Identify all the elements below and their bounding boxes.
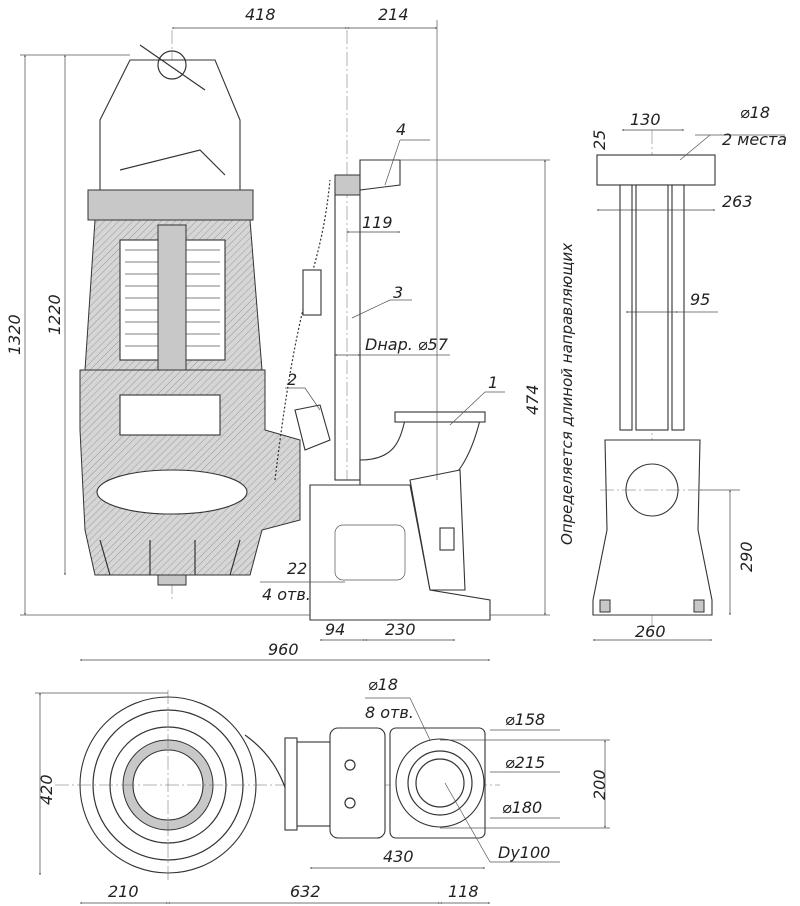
callout-4: 4 [396,120,406,139]
dimension-labels: 418 214 4 119 3 Dнар. ⌀57 2 1 1320 1220 … [5,5,787,901]
dim-94: 94 [325,620,345,639]
dim-418: 418 [245,5,276,24]
flange-d180: ⌀180 [502,798,542,817]
callout-3: 3 [393,283,403,302]
guide-rail [334,179,361,481]
dim-22: 22 [287,559,307,578]
flange-d158: ⌀158 [505,710,545,729]
discharge-elbow [359,419,481,486]
top-flange [596,154,716,186]
dim-210: 210 [108,882,139,901]
dim-214: 214 [378,5,409,24]
dim-118: 118 [448,882,479,901]
dim-430: 430 [383,847,414,866]
dim-200: 200 [590,769,609,800]
side-base [592,439,713,616]
flange-dn100: Dy100 [498,843,550,862]
front-view [79,30,491,621]
dim-960: 960 [268,640,299,659]
hole-diameter-18-top: ⌀18 [368,675,398,694]
dim-230: 230 [385,620,416,639]
callout-1: 1 [488,373,498,392]
flange-d215: ⌀215 [505,753,545,772]
dim-1320: 1320 [5,314,24,355]
guide-length-note: Определяется длиной направляющих [558,243,576,545]
dim-25: 25 [590,130,609,150]
dim-130: 130 [630,110,661,129]
holes-4: 4 отв. [262,585,311,604]
dim-1220: 1220 [45,294,64,335]
side-view [592,130,716,625]
hole-count-8: 8 отв. [365,703,414,722]
hole-diameter-18: ⌀18 [740,103,770,122]
hole-count-2: 2 места [722,130,787,149]
base-stand [309,484,491,621]
callout-2: 2 [287,370,297,389]
top-view [55,690,500,880]
outlet-flange [395,738,485,828]
dimension-lines [20,20,785,904]
dim-95: 95 [690,290,710,309]
dim-420: 420 [37,774,56,805]
dim-290: 290 [737,541,756,572]
dim-119: 119 [362,213,393,232]
dim-263: 263 [722,192,753,211]
lifting-bracket [99,59,241,191]
dim-474: 474 [523,384,542,415]
rail-bracket [359,159,401,191]
dim-260: 260 [635,622,666,641]
dim-632: 632 [290,882,321,901]
pipe-diameter: Dнар. ⌀57 [365,335,449,354]
